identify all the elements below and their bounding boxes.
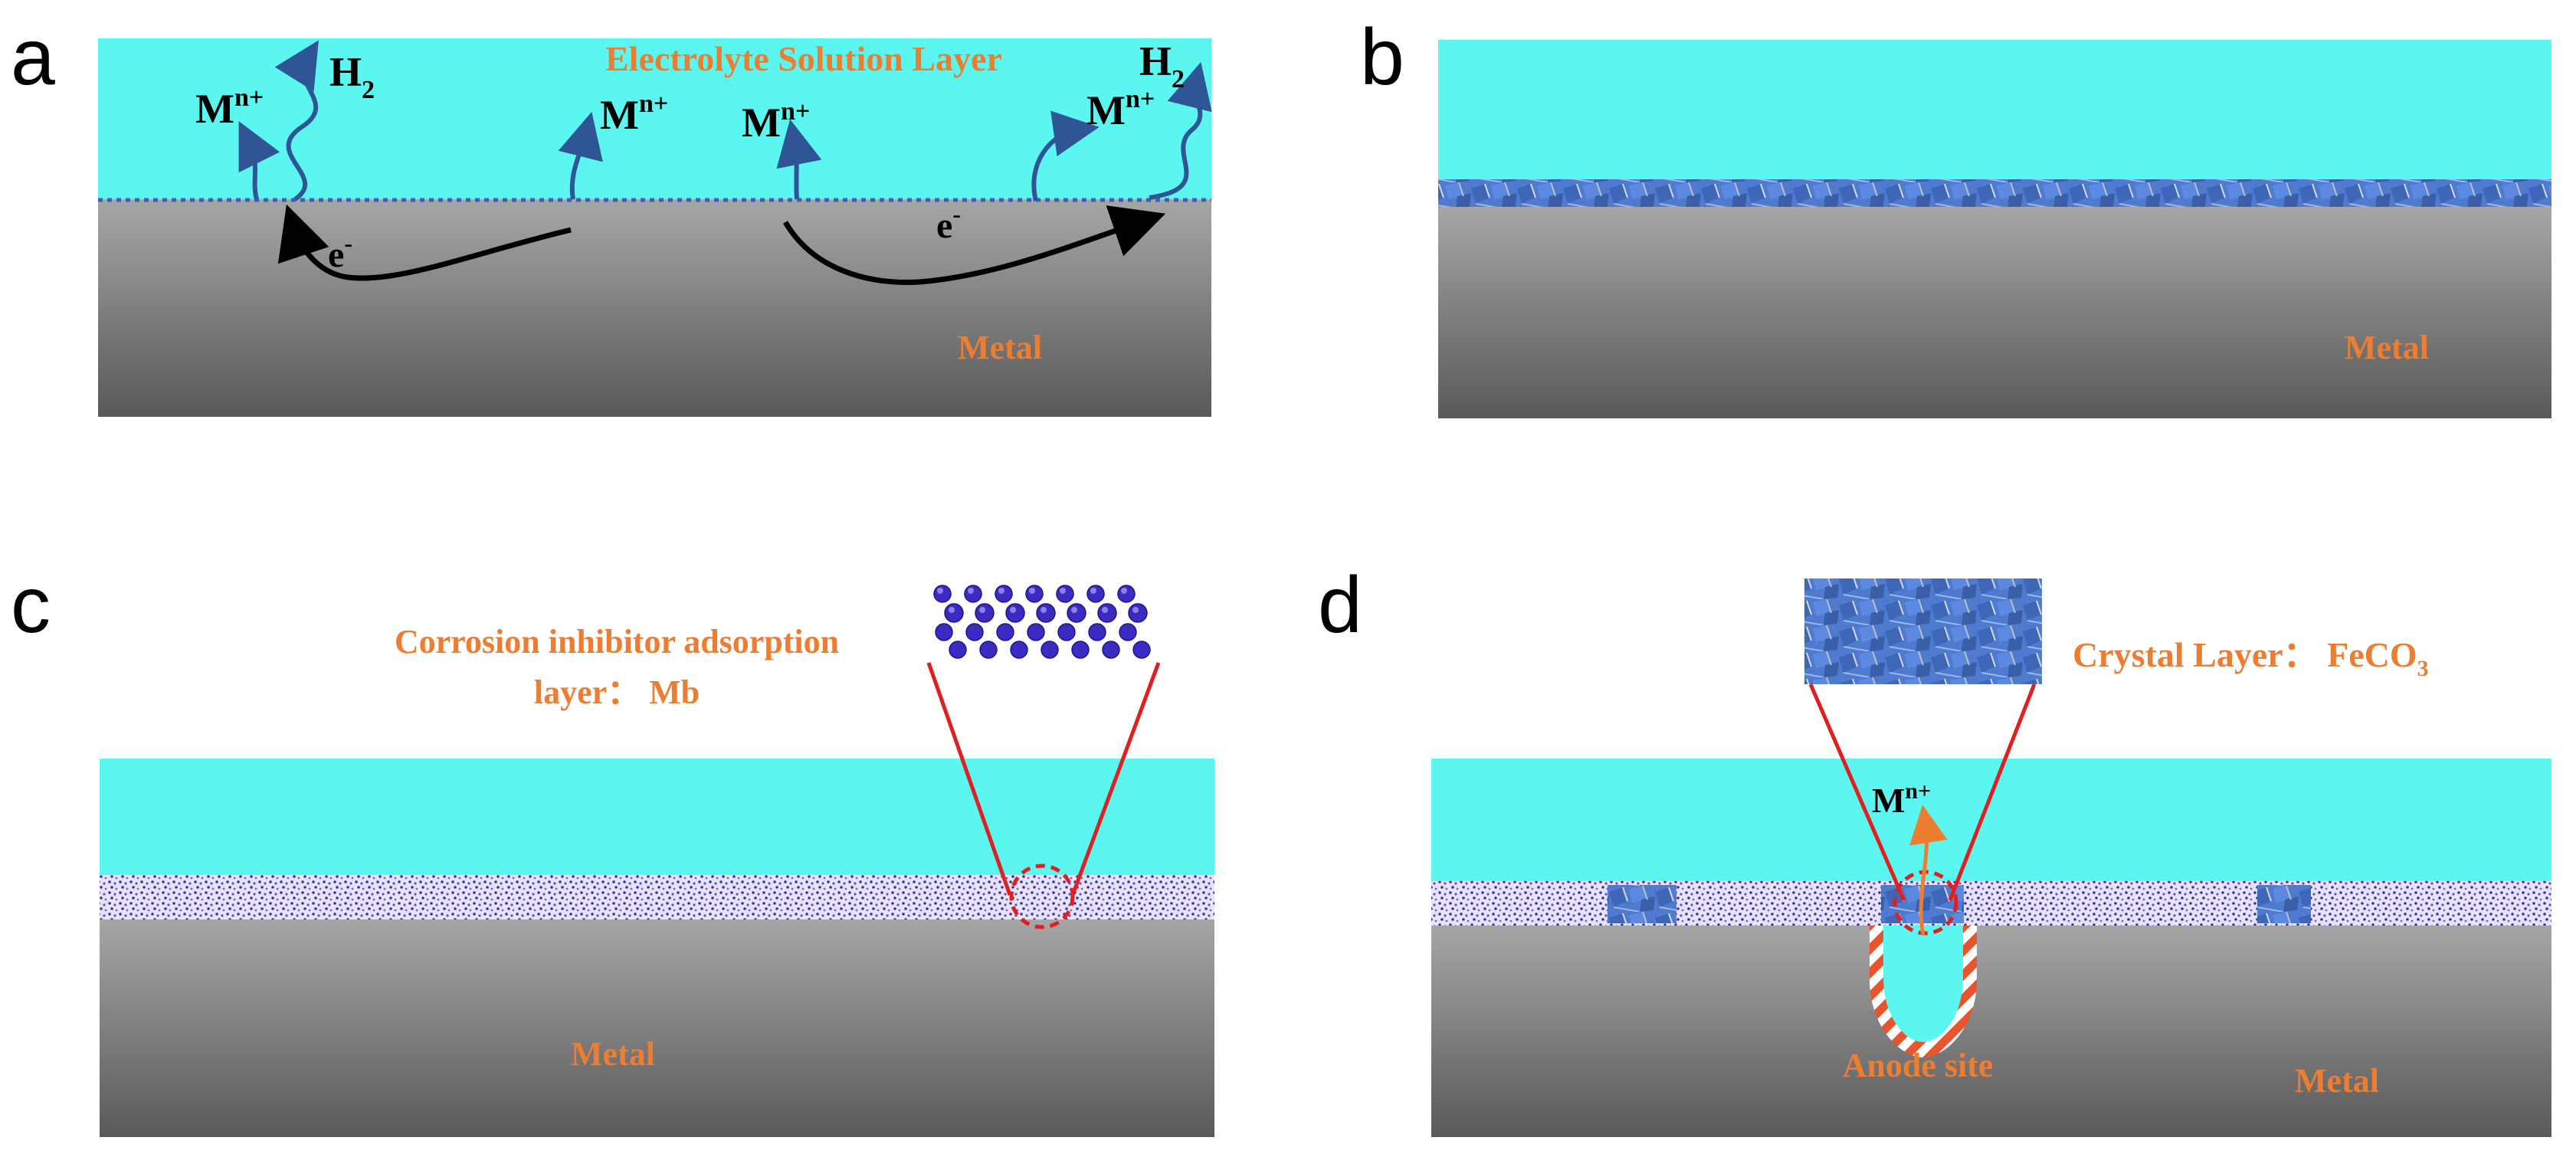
metal-ion-label: Mn+ bbox=[1086, 85, 1155, 133]
electron-arrow bbox=[782, 205, 1166, 285]
electron-arrow bbox=[277, 204, 572, 281]
zoom-pointer-line bbox=[926, 662, 1012, 896]
crystal-film bbox=[1438, 179, 2551, 207]
metal-block bbox=[1438, 207, 2551, 418]
metal-label: Metal bbox=[958, 329, 1042, 366]
electron-label: e- bbox=[328, 229, 352, 275]
panel-d: d Mn+ Crystal Layer： FeCO3 Anode site Me… bbox=[1318, 561, 2551, 1137]
inhibitor-adsorption-layer bbox=[1431, 881, 2551, 926]
ion-arrow bbox=[776, 119, 822, 200]
electrolyte-layer bbox=[1431, 759, 2551, 881]
zoom-pointer-line bbox=[1948, 683, 2037, 901]
zoom-pointer-line bbox=[1808, 683, 1906, 901]
panel-a-letter: a bbox=[11, 13, 55, 102]
metal-block bbox=[100, 919, 1214, 1137]
inhibitor-adsorption-layer bbox=[100, 875, 1214, 919]
electron-label: e- bbox=[936, 200, 961, 246]
hydrogen-label: H2 bbox=[1139, 38, 1185, 93]
metal-block bbox=[1431, 926, 2551, 1137]
metal-label: Metal bbox=[571, 1035, 655, 1073]
metal-ion-label: Mn+ bbox=[195, 84, 264, 132]
crystal-patch bbox=[2257, 885, 2311, 923]
crystal-patch bbox=[1608, 885, 1676, 923]
metal-label: Metal bbox=[2345, 329, 2429, 366]
panel-b-letter: b bbox=[1360, 13, 1404, 102]
panel-c-letter: c bbox=[11, 561, 51, 650]
zoom-pointer-line bbox=[1070, 662, 1161, 896]
ion-arrow bbox=[238, 121, 280, 200]
inhibitor-label-line1: Corrosion inhibitor adsorption bbox=[395, 623, 839, 660]
ion-release-arrow bbox=[1909, 805, 1948, 936]
ion-arrow bbox=[558, 111, 603, 200]
panel-d-letter: d bbox=[1318, 561, 1362, 650]
metal-ion-label: Mn+ bbox=[742, 97, 810, 146]
anode-pit bbox=[1883, 926, 1963, 1042]
hydrogen-arrow bbox=[274, 40, 319, 202]
metal-ion-label: Mn+ bbox=[600, 90, 668, 138]
anode-site-label: Anode site bbox=[1843, 1047, 1994, 1084]
inhibitor-label-line2: layer： Mb bbox=[534, 673, 700, 711]
panel-b: b Metal bbox=[1360, 13, 2551, 418]
metal-label: Metal bbox=[2295, 1062, 2379, 1100]
electrolyte-layer bbox=[100, 759, 1214, 875]
panel-c: c Metal Corrosion inhibitor adsorption l… bbox=[11, 561, 1214, 1137]
inhibitor-molecule-inset bbox=[929, 578, 1159, 663]
metal-block bbox=[98, 199, 1211, 417]
panel-a: a Electrolyte Solution Layer Metal Mn+ M… bbox=[11, 13, 1212, 417]
electrolyte-label: Electrolyte Solution Layer bbox=[605, 39, 1002, 78]
hydrogen-label: H2 bbox=[329, 49, 375, 104]
crystal-layer-inset bbox=[1804, 578, 2042, 684]
metal-ion-label: Mn+ bbox=[1872, 778, 1931, 820]
ion-arrow bbox=[1031, 110, 1100, 202]
zoom-circle bbox=[1009, 864, 1075, 929]
hydrogen-arrow bbox=[1149, 61, 1212, 200]
electrolyte-layer bbox=[1438, 40, 2551, 207]
crystal-layer-label: Crystal Layer： FeCO3 bbox=[2073, 635, 2429, 681]
